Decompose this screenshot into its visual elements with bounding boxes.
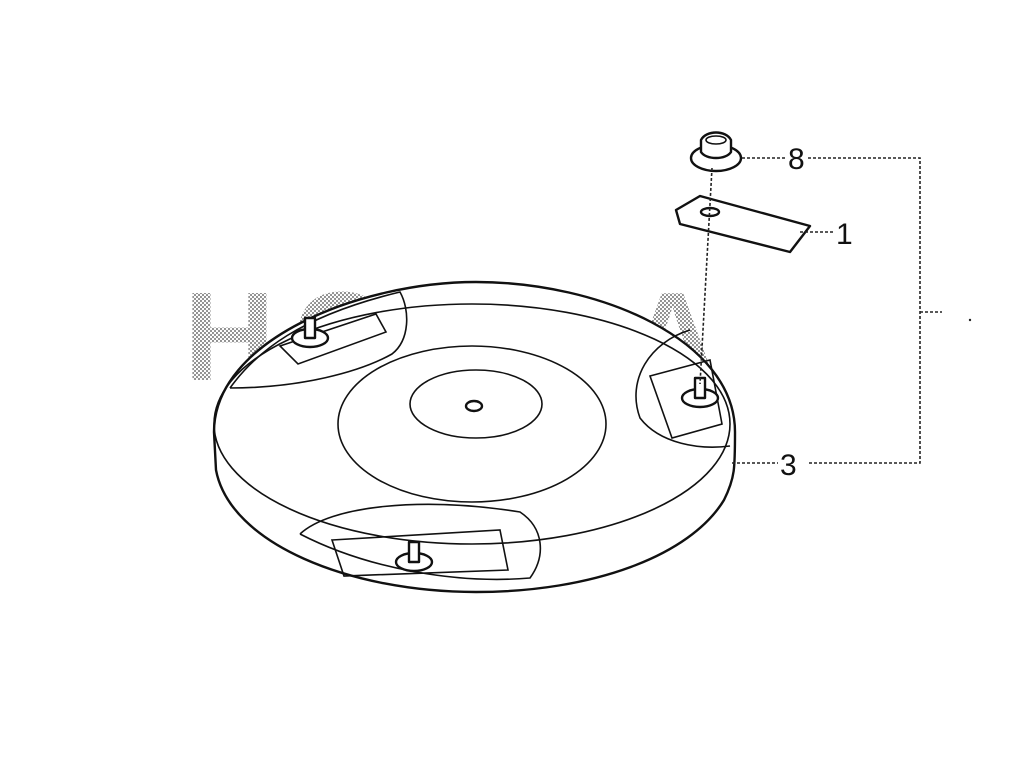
callout-disc: 3	[780, 449, 797, 482]
assembly-axis	[699, 167, 713, 385]
callout-blade: 1	[836, 218, 853, 251]
nut	[689, 131, 743, 173]
blade	[674, 194, 812, 254]
stray-dot	[968, 318, 972, 322]
cutter-disc	[212, 280, 737, 594]
callout-nut: 8	[788, 143, 805, 176]
assembly-bracket	[808, 157, 921, 464]
